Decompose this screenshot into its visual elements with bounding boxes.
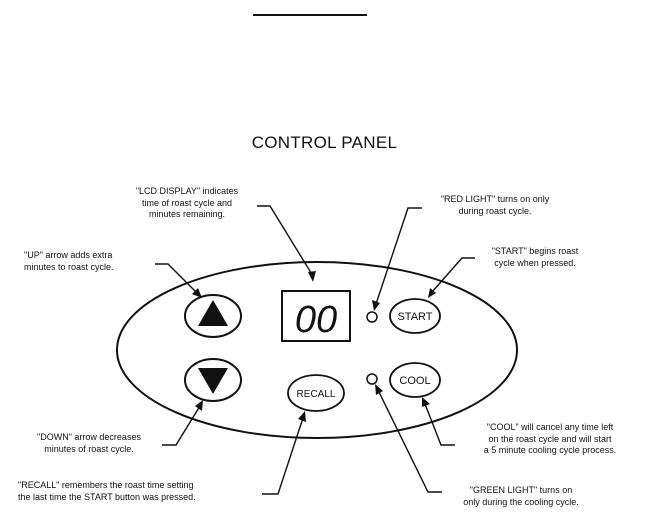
- down-arrow-button[interactable]: [184, 358, 242, 402]
- note-line: "START" begins roast: [491, 246, 579, 256]
- note-line: only during the cooling cycle.: [463, 496, 579, 507]
- lcd-display: 00: [281, 290, 351, 342]
- note-line: a 5 minute cooling cycle process.: [483, 445, 617, 455]
- leader-up: [155, 263, 199, 295]
- note-up-arrow: "UP" arrow adds extra minutes to roast c…: [24, 250, 164, 273]
- note-line: "UP" arrow adds extra: [24, 250, 113, 260]
- leader-lines: [155, 205, 475, 495]
- leader-recall: [262, 417, 304, 495]
- note-line: "LCD DISPLAY" indicates: [135, 186, 239, 196]
- cool-button[interactable]: COOL: [389, 362, 441, 398]
- note-lcd-display: "LCD DISPLAY" indicates time of roast cy…: [112, 186, 262, 221]
- note-green-light: "GREEN LIGHT" turns on only during the c…: [436, 485, 606, 508]
- note-line: "GREEN LIGHT" turns on: [469, 485, 573, 495]
- leader-lcd: [257, 205, 314, 277]
- top-rule: [253, 14, 367, 16]
- note-down-arrow: "DOWN" arrow decreases minutes of roast …: [14, 432, 164, 455]
- down-arrow-icon: [198, 368, 228, 394]
- note-line: "COOL" will cancel any time left: [486, 422, 614, 432]
- recall-button[interactable]: RECALL: [287, 374, 345, 412]
- leader-red-light: [375, 207, 422, 305]
- up-arrow-button[interactable]: [184, 294, 242, 338]
- cool-button-label: COOL: [399, 375, 430, 387]
- note-line: on the roast cycle and will start: [488, 433, 612, 444]
- note-recall: "RECALL" remembers the roast time settin…: [18, 480, 268, 503]
- note-line: during roast cycle.: [458, 205, 532, 216]
- control-panel-oval: [116, 261, 518, 439]
- leader-green-light: [377, 389, 442, 493]
- leader-start: [431, 257, 475, 293]
- note-start: "START" begins roast cycle when pressed.: [470, 246, 600, 269]
- note-line: cycle when pressed.: [494, 257, 576, 268]
- note-line: minutes remaining.: [148, 209, 226, 219]
- leader-down: [162, 405, 201, 446]
- diagram-title: CONTROL PANEL: [251, 133, 398, 152]
- lcd-digits: 00: [295, 299, 337, 341]
- note-line: the last time the START button was press…: [18, 491, 196, 502]
- red-light-indicator: [366, 311, 378, 323]
- note-line: minutes to roast cycle.: [24, 261, 114, 272]
- note-line: time of roast cycle and: [141, 197, 233, 208]
- note-red-light: "RED LIGHT" turns on only during roast c…: [420, 194, 570, 217]
- note-cool: "COOL" will cancel any time left on the …: [455, 422, 645, 457]
- recall-button-label: RECALL: [297, 389, 336, 400]
- note-line: "RECALL" remembers the roast time settin…: [18, 480, 194, 490]
- note-line: "DOWN" arrow decreases: [37, 432, 141, 442]
- note-line: minutes of roast cycle.: [44, 443, 134, 454]
- start-button[interactable]: START: [389, 298, 441, 334]
- green-light-indicator: [366, 373, 378, 385]
- leader-cool: [424, 403, 455, 446]
- start-button-label: START: [397, 311, 432, 323]
- note-line: "RED LIGHT" turns on only: [440, 194, 550, 204]
- up-arrow-icon: [198, 300, 228, 326]
